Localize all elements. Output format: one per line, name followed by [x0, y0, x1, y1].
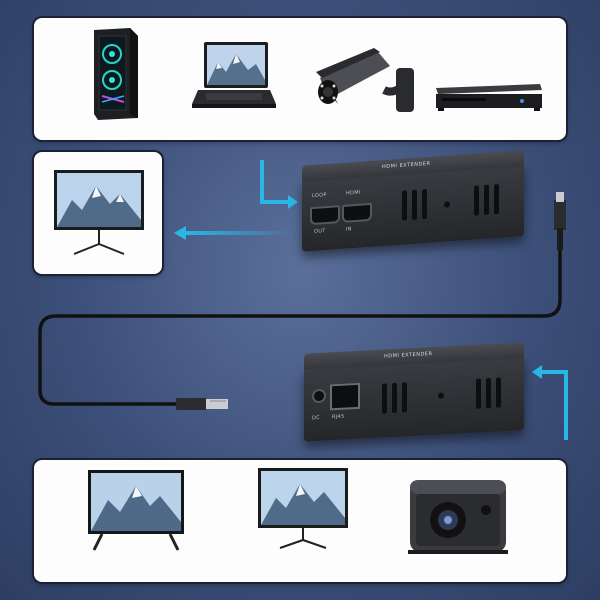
security-camera-icon — [316, 48, 414, 112]
out-sub-label: OUT — [314, 228, 326, 235]
source-devices-panel — [34, 18, 566, 140]
monitor-icon — [258, 468, 348, 549]
rj45-port — [330, 382, 360, 411]
screw-hole — [438, 392, 444, 399]
arrow-transmitter-to-monitor — [186, 231, 296, 235]
screw-hole — [444, 201, 450, 208]
loop-port-label: LOOP — [312, 192, 327, 200]
laptop-icon — [192, 42, 276, 108]
rj45-label: RJ45 — [332, 413, 345, 421]
rj45-plug-top — [554, 200, 566, 230]
dvd-player-icon — [436, 84, 542, 111]
hdmi-loop-out-port — [310, 205, 340, 226]
hdmi-port-label: HDMI — [346, 189, 361, 197]
local-monitor-icon — [54, 170, 144, 255]
tv-icon — [88, 470, 184, 551]
output-devices-panel — [34, 460, 566, 582]
rj45-plug-bottom — [176, 398, 206, 410]
receiver-unit: HDMI EXTENDER DC RJ45 — [304, 342, 524, 442]
arrow-receiver-output — [540, 370, 568, 440]
in-sub-label: IN — [346, 226, 352, 233]
hdmi-in-port — [342, 202, 372, 223]
gaming-pc-icon — [94, 28, 138, 120]
local-display-panel — [34, 152, 162, 274]
dc-label: DC — [312, 414, 320, 422]
projector-icon — [408, 480, 508, 554]
dc-power-port — [312, 388, 326, 404]
arrow-source-to-transmitter — [260, 160, 288, 204]
